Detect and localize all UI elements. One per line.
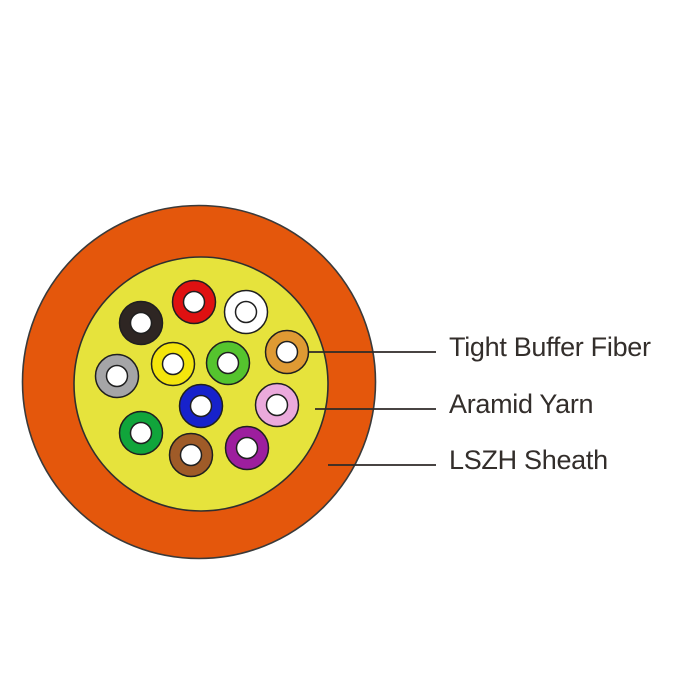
fiber-dark-green-hole xyxy=(129,421,153,445)
fiber-black-hole xyxy=(129,311,153,335)
fiber-slate-hole xyxy=(105,364,129,388)
fiber-blue-hole xyxy=(189,394,213,418)
fiber-red-hole xyxy=(182,290,206,314)
fiber-green-hole xyxy=(216,351,240,375)
fiber-rose-hole xyxy=(265,393,289,417)
fiber-yellow-hole xyxy=(161,352,185,376)
fiber-violet-hole xyxy=(235,436,259,460)
fiber-white-hole xyxy=(234,300,258,324)
fiber-brown-hole xyxy=(179,443,203,467)
fiber-orange-hole xyxy=(275,340,299,364)
